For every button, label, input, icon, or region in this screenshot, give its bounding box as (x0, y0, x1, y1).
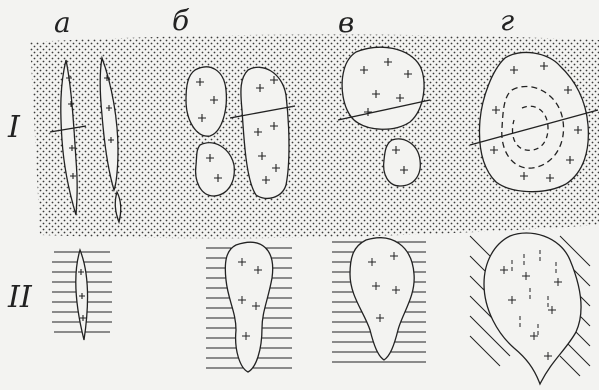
column-label-a: а (54, 6, 71, 39)
column-label-d: г (500, 4, 514, 37)
row-label-2: II (8, 280, 32, 315)
column-label-b: б (172, 4, 189, 37)
section-b (206, 242, 292, 372)
section-d (470, 233, 590, 384)
row-two-panel (52, 233, 590, 384)
section-a (52, 250, 112, 340)
row-one-panel (30, 34, 599, 238)
row-label-1: I (8, 110, 20, 145)
column-label-c: в (338, 6, 354, 39)
section-c (332, 238, 426, 362)
